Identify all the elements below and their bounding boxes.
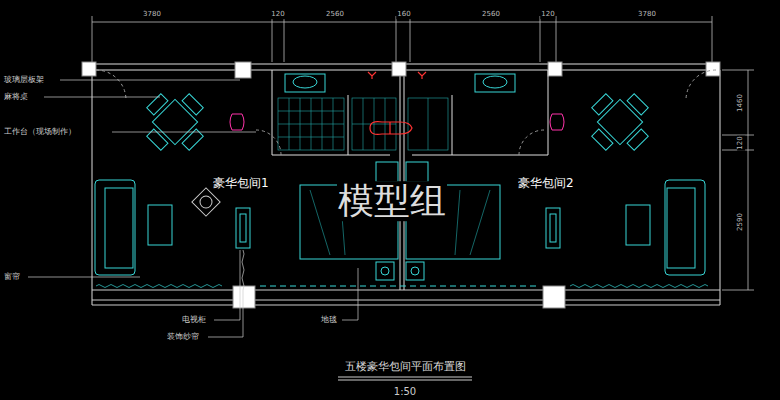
dimension: 3780 <box>637 11 657 19</box>
callout-label: 窗帘 <box>3 273 21 282</box>
callout-label: 地毯 <box>320 316 338 325</box>
dimension: 1460 <box>737 93 745 113</box>
room-name: 豪华包间2 <box>517 177 575 190</box>
callout-label: 装饰纱帘 <box>166 333 200 342</box>
dimension: 2560 <box>481 11 501 19</box>
room-name: 豪华包间1 <box>212 177 270 190</box>
watermark: 模型组 <box>337 181 447 221</box>
callout-label: 电视柜 <box>181 316 207 325</box>
dimension: 2590 <box>737 212 745 232</box>
callout-label: 工作台（现场制作） <box>3 128 77 137</box>
dimension: 120 <box>540 11 555 19</box>
dimension: 2560 <box>325 11 345 19</box>
callout-label: 玻璃层板架 <box>3 76 45 85</box>
dimension: 3780 <box>142 11 162 19</box>
dimension: 120 <box>737 135 745 150</box>
scale-caption: 1:50 <box>393 386 417 397</box>
drawing-title: 五楼豪华包间平面布置图 <box>344 361 467 373</box>
dimension: 120 <box>270 11 285 19</box>
dimension: 160 <box>396 11 411 19</box>
callout-label: 麻将桌 <box>3 93 29 102</box>
